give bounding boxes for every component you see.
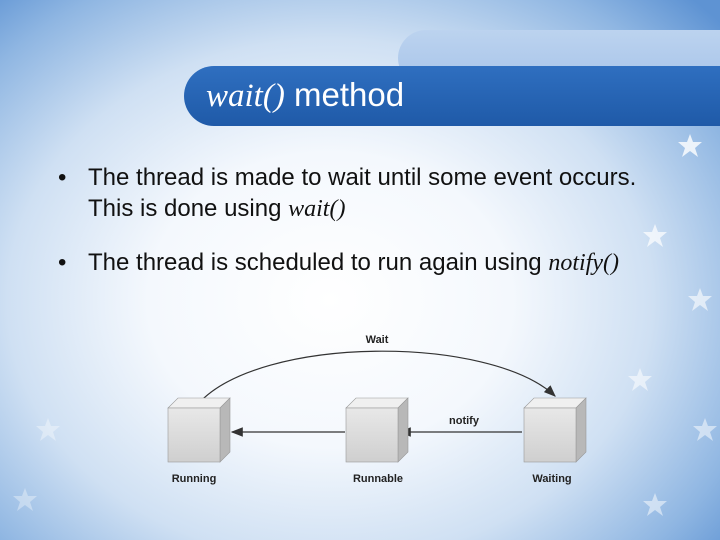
bullet-code: wait()	[288, 196, 346, 222]
notify-label: notify	[449, 415, 480, 427]
title-text: method	[284, 76, 405, 113]
waiting-state-box	[523, 397, 587, 463]
wait-label: Wait	[366, 334, 389, 346]
running-state-box	[167, 397, 231, 463]
bullet-marker: •	[58, 164, 67, 191]
leaf-star-icon	[678, 134, 702, 157]
title-band	[184, 66, 720, 126]
bullet-text: The thread is scheduled to run again usi…	[88, 249, 549, 276]
leaf-star-icon	[628, 368, 652, 391]
bullet-code: notify()	[548, 250, 619, 276]
thread-state-diagram: Wait notify Running Runnable Waiting	[167, 334, 587, 485]
leaf-star-icon	[643, 493, 667, 516]
bullet-item: • The thread is scheduled to run again u…	[58, 247, 668, 279]
bullet-text: The thread is made to wait until some ev…	[88, 164, 637, 222]
bullet-marker: •	[58, 249, 67, 276]
leaf-star-icon	[688, 288, 712, 311]
leaf-star-icon	[13, 488, 37, 511]
runnable-state-box	[345, 397, 409, 463]
leaf-star-icon	[36, 418, 60, 441]
bullet-item: • The thread is made to wait until some …	[58, 162, 668, 225]
title-code: wait()	[206, 78, 285, 114]
runnable-label: Runnable	[353, 473, 403, 485]
bullet-list: • The thread is made to wait until some …	[58, 162, 668, 301]
running-label: Running	[172, 473, 217, 485]
leaf-star-icon	[693, 418, 717, 441]
waiting-label: Waiting	[532, 473, 571, 485]
slide-title: wait() method	[206, 73, 404, 118]
wait-arrow	[197, 350, 556, 405]
